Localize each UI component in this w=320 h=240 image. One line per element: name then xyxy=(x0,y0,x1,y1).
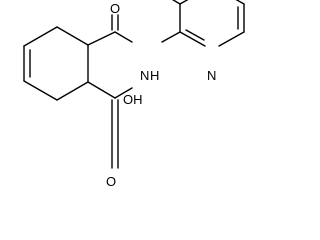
methyl-bond xyxy=(171,0,181,5)
amide-hydrogen-label: H xyxy=(150,68,159,83)
carbonyl-to-nitrogen-bond xyxy=(114,31,133,43)
ring-double-bond-inner xyxy=(185,29,205,41)
ring-bond xyxy=(23,80,58,101)
acid-hydroxyl-label: OH xyxy=(123,92,143,107)
pyridine-nitrogen-label: N xyxy=(207,68,216,83)
ring-bond xyxy=(218,31,245,47)
pyridine-ring xyxy=(179,0,245,47)
ring-to-acid-carbon-bond xyxy=(87,81,116,99)
ring-bond xyxy=(179,31,206,47)
nitrogen-to-pyridine-bond xyxy=(161,31,181,43)
ring-bond xyxy=(179,0,189,5)
ring-bond xyxy=(235,0,245,5)
carboxylic-acid-group xyxy=(87,81,133,169)
acid-oxygen-label: O xyxy=(106,174,116,189)
carbonyl-oxygen-label: O xyxy=(110,1,120,16)
amide-group xyxy=(87,14,181,46)
ring-bond xyxy=(23,26,58,47)
cyclohexene-ring xyxy=(23,26,89,101)
acid-hydroxyl-bond xyxy=(114,87,133,99)
ring-bond xyxy=(56,81,89,101)
ring-bond xyxy=(56,26,89,46)
ring-to-carbonyl-bond xyxy=(87,31,116,46)
chemical-structure: O N H N OH O xyxy=(23,0,245,189)
amide-nitrogen-label: N xyxy=(140,68,149,83)
